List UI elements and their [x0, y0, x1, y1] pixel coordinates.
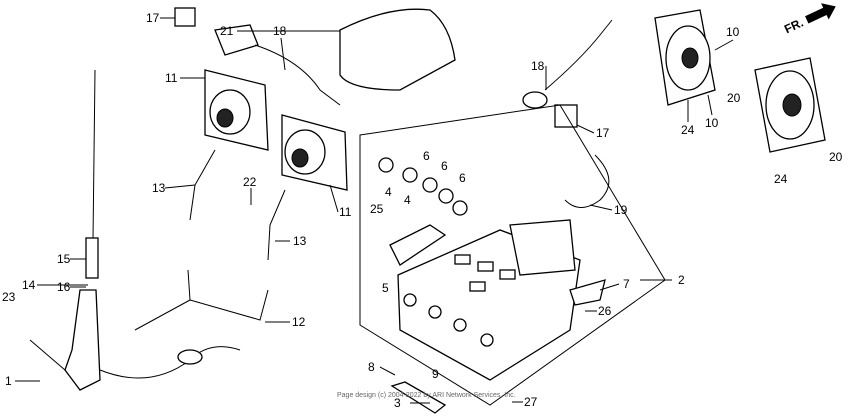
callout-22: 22: [243, 175, 257, 189]
wire-19: [564, 154, 610, 208]
antenna-part: [64, 69, 241, 391]
callout-24: 24: [681, 123, 695, 137]
callout-1: 1: [5, 374, 12, 388]
callout-11: 11: [339, 205, 352, 219]
connector-18-left: [214, 24, 259, 56]
cable-18-right: [544, 19, 613, 91]
wire-harness: [134, 269, 269, 331]
callout-18: 18: [273, 24, 287, 38]
speaker-right: [654, 9, 826, 153]
callout-25: 25: [370, 202, 384, 216]
callout-14: 14: [22, 278, 36, 292]
callout-18: 18: [531, 59, 545, 73]
bracket-3: [390, 381, 447, 414]
callout-20: 20: [829, 150, 843, 164]
callout-17: 17: [596, 126, 610, 140]
callout-4: 4: [404, 193, 411, 207]
callout-23: 23: [2, 290, 16, 304]
callout-13: 13: [152, 181, 166, 195]
callout-21: 21: [220, 24, 234, 38]
callout-15: 15: [57, 252, 71, 266]
callout-4: 4: [385, 185, 392, 199]
callout-10: 10: [705, 116, 719, 130]
callout-13: 13: [293, 234, 307, 248]
callout-3: 3: [394, 396, 401, 410]
callout-26: 26: [598, 304, 612, 318]
callout-10: 10: [726, 25, 740, 39]
callout-11: 11: [165, 71, 178, 85]
callout-9: 9: [432, 367, 439, 381]
front-direction-indicator: FR.: [782, 3, 836, 36]
bracket-17-left: [174, 7, 196, 27]
callout-6: 6: [459, 171, 466, 185]
callout-19: 19: [614, 203, 628, 217]
callout-8: 8: [368, 360, 375, 374]
arrow-icon: [805, 3, 836, 24]
callout-20: 20: [727, 91, 741, 105]
callout-6: 6: [423, 149, 430, 163]
radio-unit: [359, 104, 666, 406]
speaker-left: [204, 69, 348, 191]
watermark: Page design (c) 2004-2022 by ARI Network…: [337, 392, 516, 399]
callout-2: 2: [678, 273, 685, 287]
bracket-7: [569, 279, 606, 306]
callout-24: 24: [774, 172, 788, 186]
connector-18-right: [522, 91, 548, 109]
callout-7: 7: [623, 277, 630, 291]
callout-12: 12: [292, 315, 306, 329]
callout-5: 5: [382, 281, 389, 295]
lid-21: [339, 8, 456, 91]
callout-6: 6: [441, 159, 448, 173]
callout-17: 17: [146, 11, 160, 25]
cable-18-left: [254, 44, 341, 106]
direction-label: FR.: [782, 15, 805, 36]
callout-27: 27: [524, 395, 538, 409]
callout-16: 16: [57, 280, 71, 294]
wire-13b: [267, 189, 286, 261]
leader-lines: [15, 17, 734, 404]
knobs: [378, 157, 468, 216]
bracket-17-right: [554, 104, 578, 128]
